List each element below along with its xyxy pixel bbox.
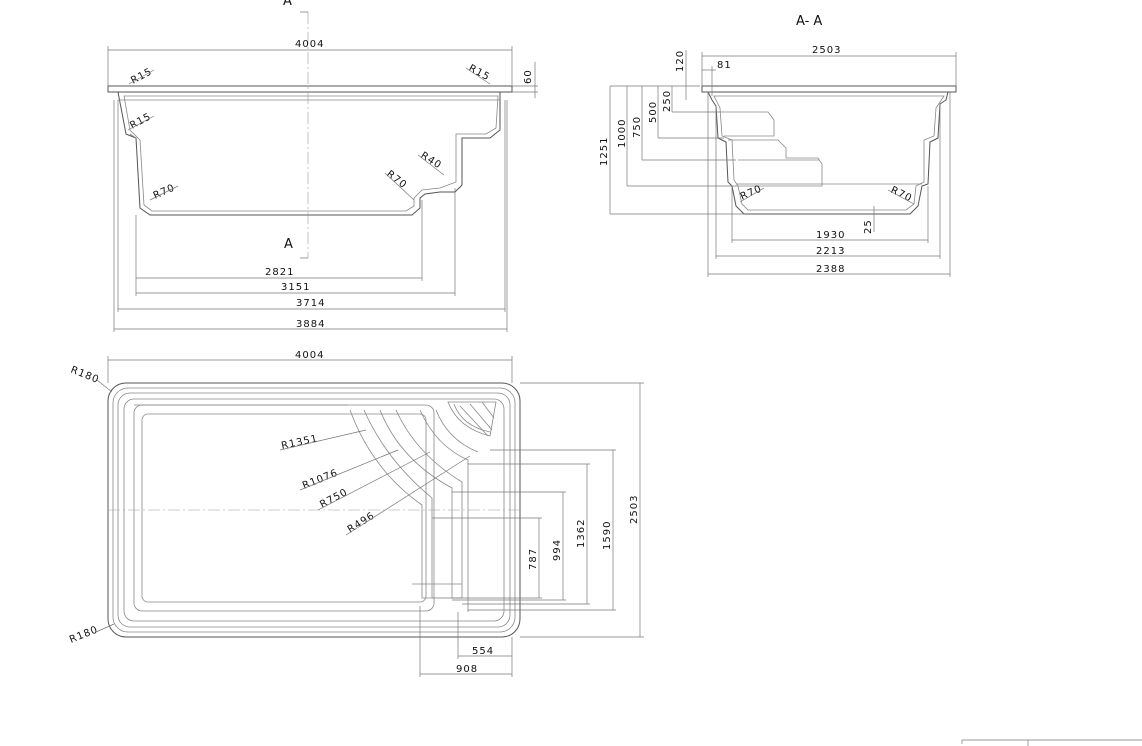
dim-1251: 1251 (599, 137, 610, 166)
side-inner-outline (123, 95, 499, 212)
dim-2821: 2821 (265, 267, 294, 278)
dim-1000: 1000 (617, 119, 628, 148)
dim-2388: 2388 (816, 264, 845, 275)
radius-r70-step: R70 (384, 169, 409, 192)
section-marker-bottom: A (284, 237, 293, 252)
radius-r180-bottom: R180 (68, 624, 100, 645)
step-arc-750 (419, 409, 479, 612)
dim-1930: 1930 (816, 230, 845, 241)
side-body-outline (117, 91, 501, 216)
dim-3884: 3884 (296, 319, 325, 330)
title-block-corner (961, 739, 1142, 746)
section-marker-top: A (283, 0, 292, 9)
section-view: A- A 2503 81 120 250 500 750 1000 (599, 14, 957, 277)
dim-787: 787 (528, 548, 539, 570)
dim-4004: 4004 (295, 39, 324, 50)
side-flange (107, 85, 513, 93)
dim-750: 750 (632, 116, 643, 138)
dim-2213: 2213 (816, 246, 845, 257)
dim-554: 554 (472, 646, 494, 657)
plan-view: 4004 2503 1590 1362 994 787 554 908 R180 (68, 350, 644, 677)
dim-1362: 1362 (576, 519, 587, 548)
side-view: A A 4004 60 2821 3151 3714 3884 R15 R15 (107, 0, 538, 332)
dim-4004-plan: 4004 (295, 350, 324, 361)
radius-r15-right: R15 (467, 63, 492, 83)
section-title: A- A (796, 14, 822, 29)
dim-3714: 3714 (296, 298, 325, 309)
section-flange (701, 85, 957, 93)
dim-994: 994 (552, 539, 563, 561)
dim-81: 81 (717, 60, 732, 71)
dim-60: 60 (523, 69, 534, 84)
dim-250: 250 (662, 90, 673, 112)
radius-r1076: R1076 (301, 468, 340, 492)
dim-25: 25 (863, 219, 874, 234)
section-marker-ticks (300, 11, 308, 259)
step-2 (728, 139, 823, 187)
radius-r15-inner: R15 (128, 111, 153, 131)
dim-1590: 1590 (602, 521, 613, 550)
radius-r40: R40 (418, 150, 443, 171)
step-arc-1351 (349, 409, 433, 599)
dim-2503-section: 2503 (812, 45, 841, 56)
step-arc-496 (447, 401, 497, 437)
dim-500: 500 (648, 101, 659, 123)
radius-r1351: R1351 (280, 433, 319, 452)
step-1 (720, 111, 775, 137)
side-step-line (129, 133, 137, 139)
dim-2503-plan: 2503 (629, 495, 640, 524)
dim-3151: 3151 (281, 282, 310, 293)
dim-120: 120 (675, 50, 686, 72)
plan-basin (133, 404, 435, 612)
section-inner-outline (713, 95, 945, 211)
dim-908: 908 (456, 664, 478, 675)
radius-r180-top: R180 (69, 365, 101, 386)
radius-r70-floor: R70 (152, 182, 177, 201)
